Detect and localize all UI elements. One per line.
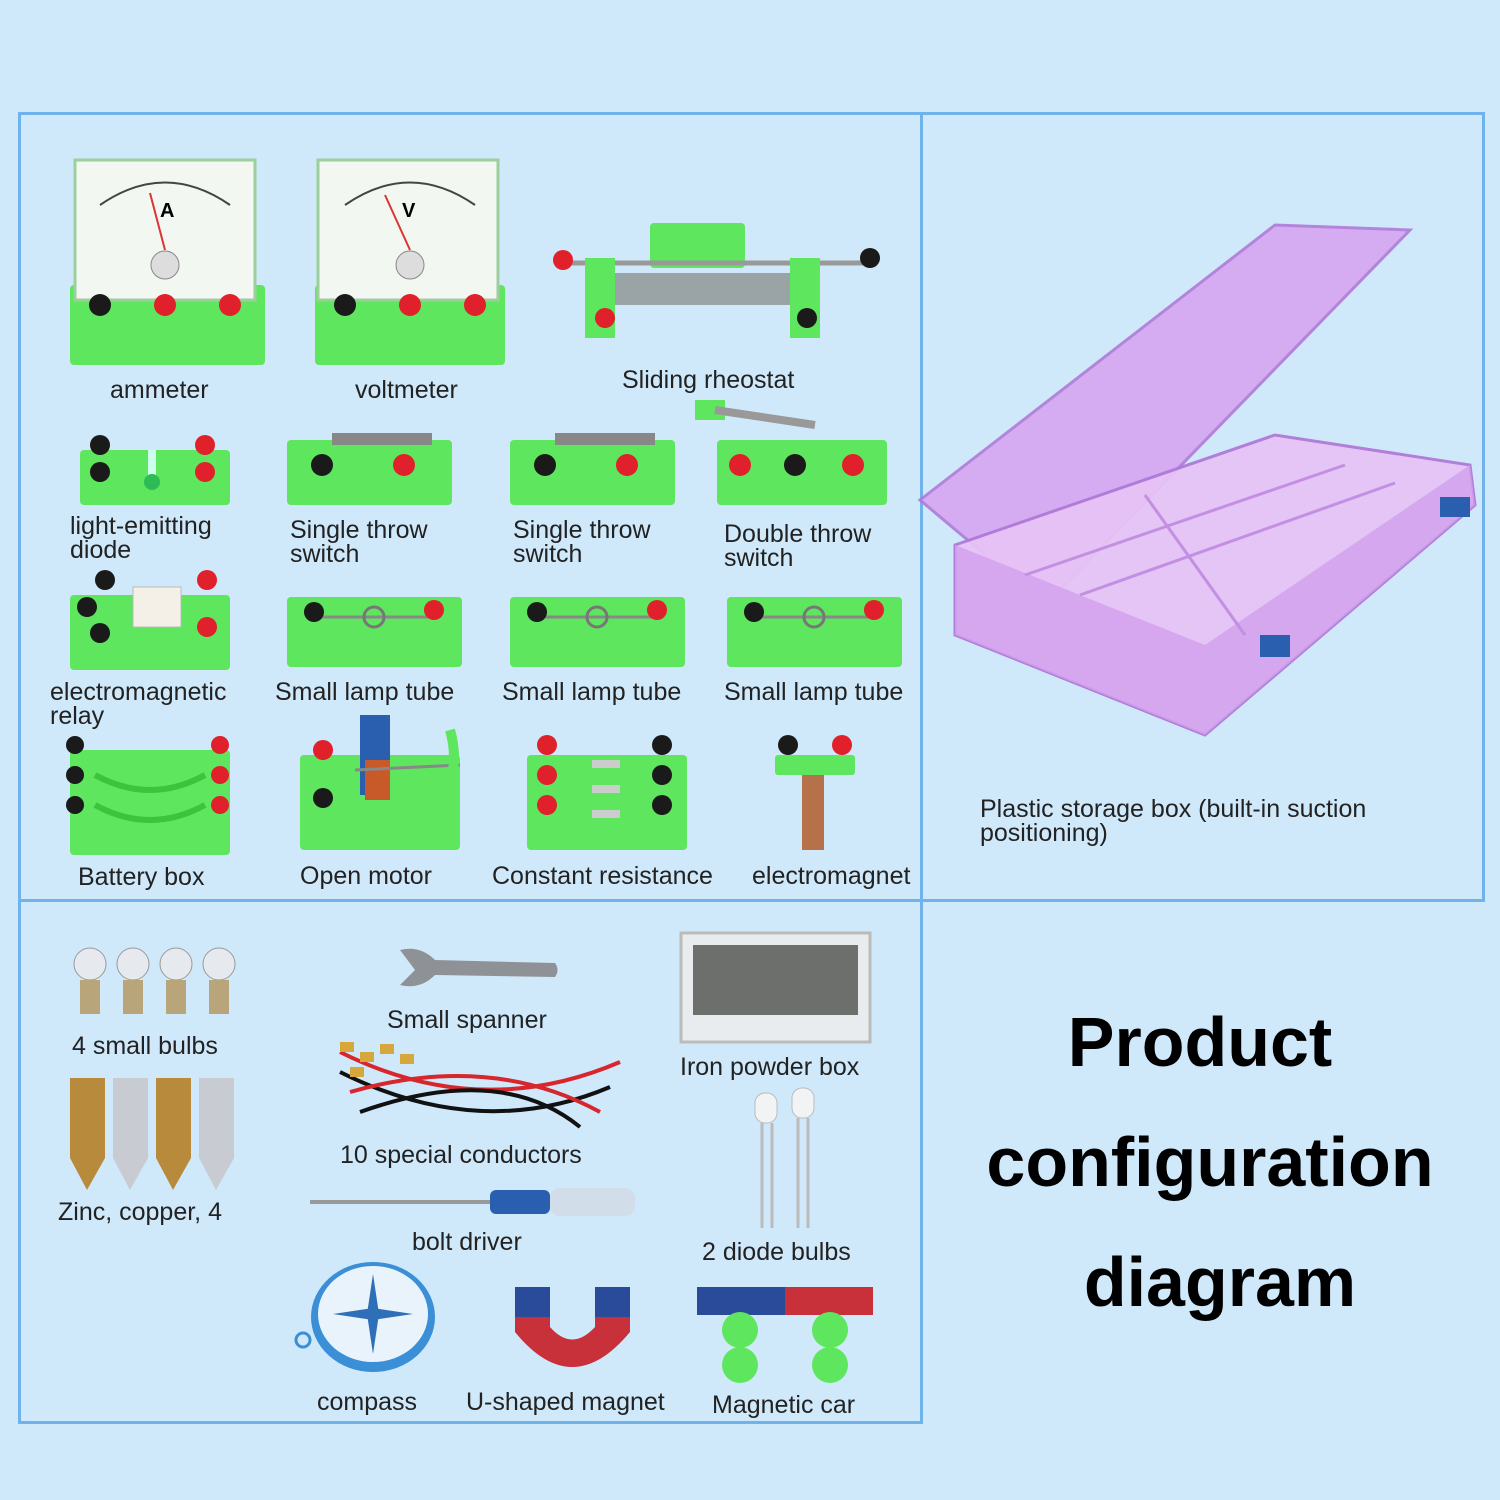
lamp-tube-3-label: Small lamp tube: [724, 678, 904, 706]
constant-resistance-image: [527, 735, 687, 850]
ammeter-label: ammeter: [110, 376, 209, 404]
storage-panel: [920, 112, 1485, 902]
lamp-tube-3-image: [727, 597, 902, 667]
single-throw-switch-1-label: Single throw switch: [290, 516, 428, 568]
relay-image: [70, 570, 230, 670]
diode-bulbs-image: [754, 1087, 815, 1228]
iron-powder-box-label: Iron powder box: [680, 1053, 860, 1081]
magnetic-car-label: Magnetic car: [712, 1391, 856, 1419]
u-magnet-label: U-shaped magnet: [466, 1388, 665, 1416]
single-throw-switch-1-image: [287, 433, 452, 505]
headline-line-1: Product: [1067, 1003, 1333, 1081]
bolt-driver-label: bolt driver: [412, 1228, 522, 1256]
led-label: light-emitting diode: [70, 512, 212, 564]
lamp-tube-2-label: Small lamp tube: [502, 678, 682, 706]
ammeter-image: A: [70, 158, 265, 365]
diode-bulbs-label: 2 diode bulbs: [702, 1238, 851, 1266]
single-throw-switch-2-label: Single throw switch: [513, 516, 651, 568]
compass-image: [294, 1262, 435, 1372]
electromagnet-label: electromagnet: [752, 862, 911, 890]
compass-label: compass: [317, 1388, 418, 1416]
small-spanner-image: [400, 948, 558, 987]
headline-line-3: diagram: [1083, 1243, 1357, 1321]
special-conductors-image: [339, 1042, 621, 1129]
sliding-rheostat-label: Sliding rheostat: [622, 366, 795, 394]
voltmeter-label: voltmeter: [355, 376, 458, 404]
electromagnet-image: [775, 735, 855, 850]
sliding-rheostat-image: [553, 223, 880, 338]
single-throw-switch-2-image: [510, 433, 675, 505]
constant-resistance-label: Constant resistance: [492, 862, 713, 890]
u-magnet-image: [515, 1287, 630, 1367]
magnetic-car-image: [697, 1287, 873, 1383]
open-motor-label: Open motor: [300, 862, 433, 890]
lamp-tube-1-image: [287, 597, 462, 667]
storage-box-label: Plastic storage box (built-in suction po…: [980, 795, 1367, 847]
double-throw-switch-label: Double throw switch: [724, 520, 872, 572]
relay-label: electromagnetic relay: [50, 678, 227, 730]
special-conductors-label: 10 special conductors: [340, 1141, 582, 1169]
battery-box-label: Battery box: [78, 863, 205, 891]
double-throw-switch-image: [695, 400, 887, 505]
battery-box-image: [66, 736, 230, 855]
zinc-copper-label: Zinc, copper, 4: [58, 1198, 222, 1226]
iron-powder-box-image: [679, 931, 872, 1044]
storage-box-image: [917, 223, 1477, 737]
led-module-image: [80, 435, 230, 505]
voltmeter-image: V: [315, 158, 505, 365]
lamp-tube-2-image: [510, 597, 685, 667]
zinc-copper-image: [70, 1078, 234, 1190]
open-motor-image: [300, 715, 461, 850]
ammeter-dial-letter: A: [160, 200, 174, 222]
accessories-panel: [18, 899, 923, 1424]
voltmeter-dial-letter: V: [402, 200, 416, 222]
small-spanner-label: Small spanner: [387, 1006, 547, 1034]
headline-line-2: configuration: [986, 1123, 1434, 1201]
small-bulbs-label: 4 small bulbs: [72, 1032, 218, 1060]
bolt-driver-image: [310, 1188, 635, 1216]
lamp-tube-1-label: Small lamp tube: [275, 678, 455, 706]
small-bulbs-image: [73, 947, 236, 1014]
